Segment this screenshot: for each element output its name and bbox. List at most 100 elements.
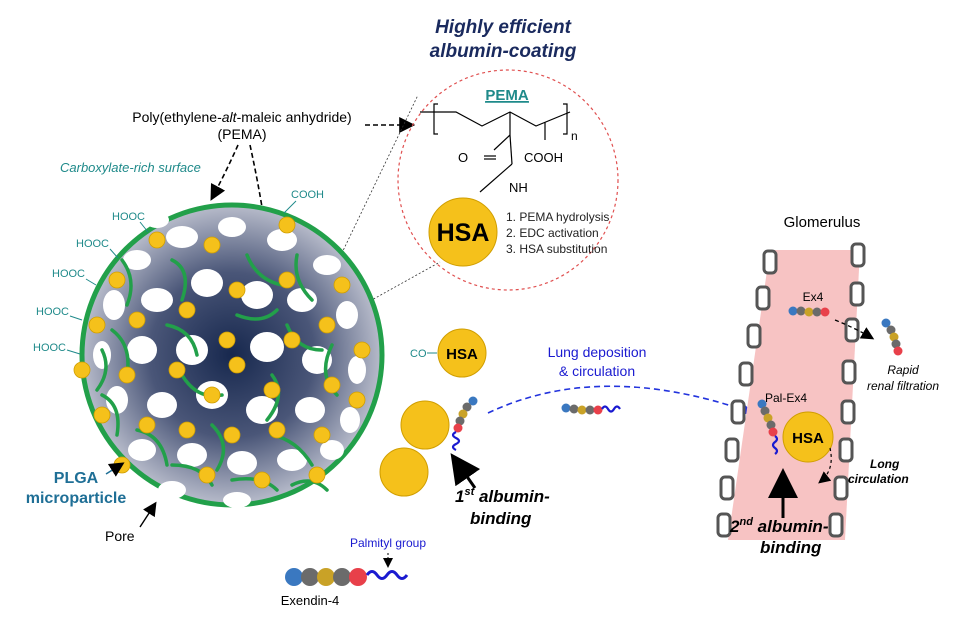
hooc-label-5: HOOC (33, 342, 66, 354)
pal-ex4-label: Pal-Ex4 (765, 391, 807, 405)
pema-chemical-structure (420, 103, 571, 193)
step-1: 1. PEMA hydrolysis (506, 210, 609, 224)
first-binding-line-2: binding (470, 509, 532, 528)
hsa-dot-16 (283, 331, 301, 349)
pore-4 (267, 229, 297, 251)
polymer-strand-6 (165, 323, 199, 357)
pore-7 (141, 288, 173, 312)
hsa-dot-26 (198, 466, 216, 484)
hsa-dot-21 (223, 426, 241, 444)
hsa-dot-18 (93, 406, 111, 424)
pema-nh: NH (509, 180, 528, 195)
hsa-bound-sphere-1 (400, 400, 450, 450)
fenestra-10 (849, 281, 865, 307)
pema-to-particle-arrow (249, 144, 275, 252)
pema-structure-title: PEMA (485, 87, 529, 104)
pore-11 (336, 301, 358, 329)
hsa-dot-32 (73, 361, 91, 379)
fenestra-12 (841, 359, 857, 385)
hsa-dot-25 (113, 456, 131, 474)
cooh-tick (283, 200, 297, 214)
plga-pointer (105, 462, 125, 477)
plga-label-line-1: PLGA (54, 470, 99, 487)
long-circulation-arrow (818, 447, 832, 484)
hsa-dot-19 (138, 416, 156, 434)
co-label: CO (410, 348, 427, 360)
hsa-dot-13 (118, 366, 136, 384)
hooc-label-3: HOOC (52, 268, 85, 280)
hsa-dot-23 (313, 426, 331, 444)
pore-5 (313, 255, 341, 275)
fenestra-16 (828, 512, 844, 538)
pema-cooh: COOH (524, 150, 563, 165)
pore-17 (348, 356, 366, 384)
hsa-dot-1 (108, 271, 126, 289)
pore-22 (295, 397, 325, 423)
lung-label-line-2: & circulation (559, 363, 635, 379)
step-3: 3. HSA substitution (506, 242, 607, 256)
pore-30 (223, 492, 251, 508)
hsa-bound-sphere-2 (379, 447, 429, 497)
hsa-dot-22 (268, 421, 286, 439)
glomerulus-label: Glomerulus (784, 214, 861, 231)
hsa-large-label: HSA (437, 219, 490, 247)
hooc-label-1: HOOC (112, 211, 145, 223)
polymer-strand-1 (120, 258, 133, 307)
pore-pointer (139, 501, 157, 528)
fenestra-2 (755, 285, 771, 311)
hsa-dot-9 (228, 281, 246, 299)
glomerulus-vessel (728, 250, 860, 540)
fenestra-15 (833, 475, 849, 501)
pore-12 (93, 341, 111, 369)
polymer-strand-2 (170, 258, 188, 302)
hsa-dot-2 (148, 231, 166, 249)
plga-label-line-2: microparticle (26, 490, 127, 507)
zoom-circle (397, 69, 619, 291)
pema-abbreviation: (PEMA) (218, 126, 267, 142)
polymer-strand-8 (285, 323, 324, 352)
lung-circulation-arrow (487, 385, 754, 416)
pore-2 (166, 226, 198, 248)
hsa-dot-29 (218, 331, 236, 349)
lung-label-line-1: Lung deposition (548, 344, 647, 360)
polymer-strand-3 (245, 253, 284, 287)
polymer-strand-13 (135, 428, 169, 467)
second-binding-line-2: binding (760, 538, 822, 557)
ex4-label: Ex4 (803, 290, 824, 304)
hooc-label-4: HOOC (36, 306, 69, 318)
exendin-label: Exendin-4 (281, 593, 340, 608)
first-binding-chain (451, 396, 478, 451)
pore-27 (277, 449, 307, 471)
title-line-2: albumin-coating (430, 41, 577, 62)
pema-full-name: Poly(ethylene-alt-maleic anhydride) (132, 109, 351, 125)
surface-label: Carboxylate-rich surface (60, 160, 201, 175)
pore-1 (123, 250, 151, 270)
hsa-dot-8 (178, 301, 196, 319)
long-label-line-1: Long (870, 457, 900, 471)
hsa-large-circle (428, 197, 498, 267)
hsa-glomerulus-label: HSA (792, 430, 824, 447)
pore-23 (340, 407, 360, 433)
cooh-label: COOH (291, 189, 324, 201)
polymer-strand-4 (294, 253, 314, 302)
filtered-chain (881, 318, 903, 356)
pore-29 (158, 481, 186, 499)
polymer-strand-7 (235, 308, 279, 321)
hsa-surface-label: HSA (446, 346, 478, 363)
fenestra-7 (719, 475, 735, 501)
polymer-strand-9 (100, 393, 120, 437)
hsa-dot-15 (228, 356, 246, 374)
pore-6 (103, 290, 125, 320)
fenestra-13 (840, 399, 856, 425)
pal-ex4-chain (757, 399, 779, 455)
hsa-glomerulus-circle (782, 411, 834, 463)
first-binding-line-1: 1st albumin- (455, 486, 550, 506)
circulating-chain (561, 403, 621, 415)
pore-28 (320, 440, 344, 460)
pore-25 (177, 443, 207, 467)
fenestra-8 (716, 512, 732, 538)
pore-19 (147, 392, 177, 418)
hsa-dot-24 (348, 391, 366, 409)
pema-to-surface-arrow (210, 144, 239, 201)
